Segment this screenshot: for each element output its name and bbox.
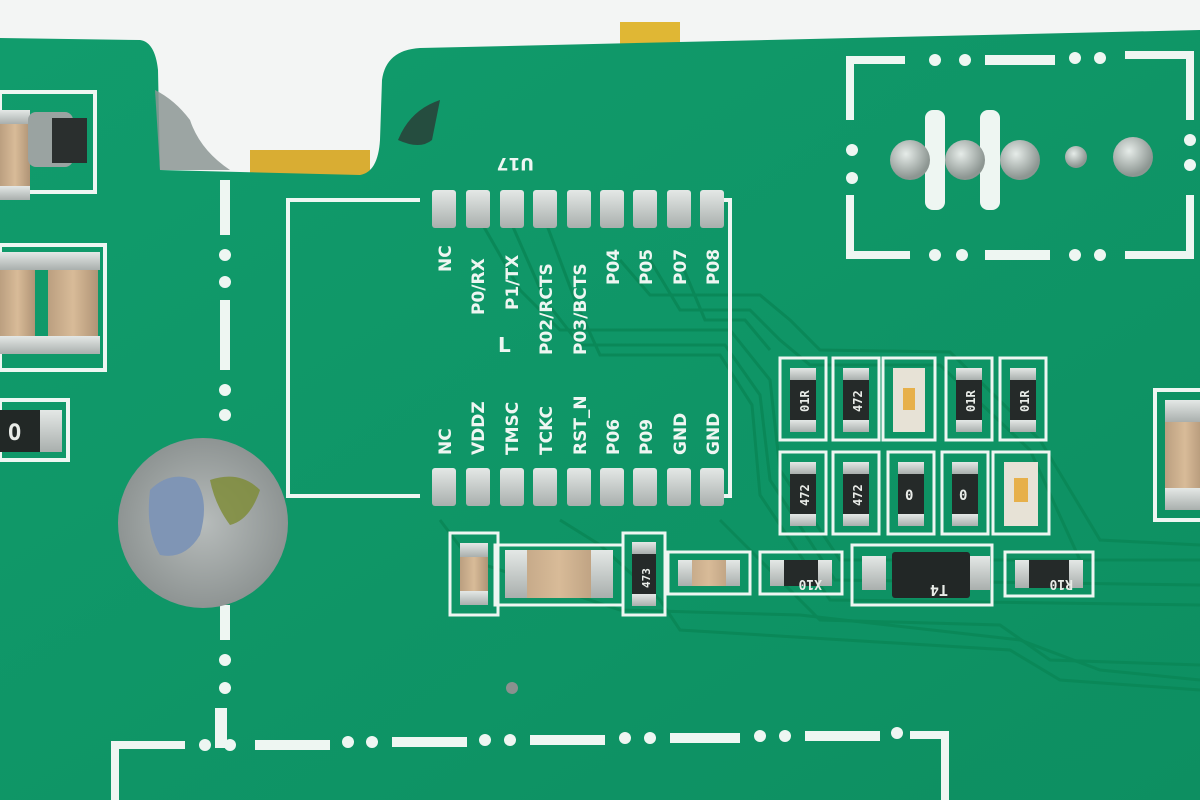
- pcb-board: [0, 30, 1200, 800]
- component-label: 473: [640, 568, 653, 588]
- mounting-hole: [118, 438, 288, 608]
- pin-label: P04: [604, 249, 624, 285]
- pin-label: TCKC: [537, 406, 557, 455]
- pin-label: P06: [604, 419, 624, 455]
- debris: [506, 682, 518, 694]
- pin-label: P08: [704, 249, 724, 285]
- u17-footprint: U17 L: [286, 153, 732, 498]
- pin-label: P03/BCTS: [571, 263, 591, 355]
- component-label: 01R: [964, 390, 978, 412]
- dashed-outline-left: [215, 180, 231, 748]
- pad: [633, 468, 657, 506]
- u17-bottom-pin-labels: NC VDDZ TMSC TCKC RST_N P06 P09 GND GND: [436, 395, 724, 455]
- pad: [533, 468, 557, 506]
- pad: [466, 468, 490, 506]
- pin-label: NC: [436, 245, 456, 272]
- component-label: 01R: [798, 390, 812, 412]
- pad: [432, 190, 456, 228]
- pin-label: NC: [436, 428, 456, 455]
- u17-bottom-pads: [432, 468, 724, 506]
- pin-label: P07: [671, 249, 691, 285]
- component-label: 472: [851, 390, 865, 412]
- component-label: T4: [930, 581, 948, 599]
- pad: [500, 468, 524, 506]
- pad: [567, 468, 591, 506]
- component-label: 0: [959, 488, 967, 504]
- pad: [700, 468, 724, 506]
- pad: [667, 468, 691, 506]
- pad: [567, 190, 591, 228]
- left-res-label: O: [8, 421, 21, 446]
- u17-designator: U17: [497, 153, 534, 173]
- pad: [600, 468, 624, 506]
- residue: [155, 90, 230, 170]
- pad: [432, 468, 456, 506]
- resistor-row-2: 472 472 0 0: [778, 450, 1051, 536]
- component-label: R10: [1049, 576, 1073, 591]
- pad: [500, 190, 524, 228]
- component-label: X10: [798, 576, 822, 591]
- resistor-row-1: 01R 472 01R 01R: [778, 356, 1048, 442]
- left-components: O: [0, 90, 107, 462]
- residue-dark: [398, 100, 440, 145]
- pin-label: GND: [671, 413, 691, 455]
- top-right-footprint: [846, 51, 1196, 261]
- component-label: 472: [851, 484, 865, 506]
- pad: [667, 190, 691, 228]
- u17-top-pads: [432, 190, 724, 228]
- pin-label: RST_N: [571, 395, 591, 455]
- component-label: 472: [798, 484, 812, 506]
- pin-label: P09: [637, 419, 657, 455]
- pad: [700, 190, 724, 228]
- pad: [533, 190, 557, 228]
- pin-label: TMSC: [503, 402, 523, 455]
- pad: [633, 190, 657, 228]
- pin-label: P1/TX: [503, 255, 523, 310]
- pad: [600, 190, 624, 228]
- right-edge-capacitor: [1153, 388, 1200, 522]
- component-label: 0: [905, 488, 913, 504]
- pin1-mark: L: [498, 333, 511, 357]
- component-label: 01R: [1018, 390, 1032, 412]
- dashed-outline-bottom: [111, 727, 949, 800]
- pin-label: VDDZ: [469, 401, 489, 455]
- pin-label: P0/RX: [469, 258, 489, 315]
- pad: [466, 190, 490, 228]
- u17-top-pin-labels: NC P0/RX P1/TX P02/RCTS P03/BCTS P04 P05…: [436, 245, 724, 355]
- pin-label: GND: [704, 413, 724, 455]
- pin-label: P02/RCTS: [537, 263, 557, 355]
- component-row-3: 473 X10 T4 R10: [448, 531, 1095, 617]
- pin-label: P05: [637, 249, 657, 285]
